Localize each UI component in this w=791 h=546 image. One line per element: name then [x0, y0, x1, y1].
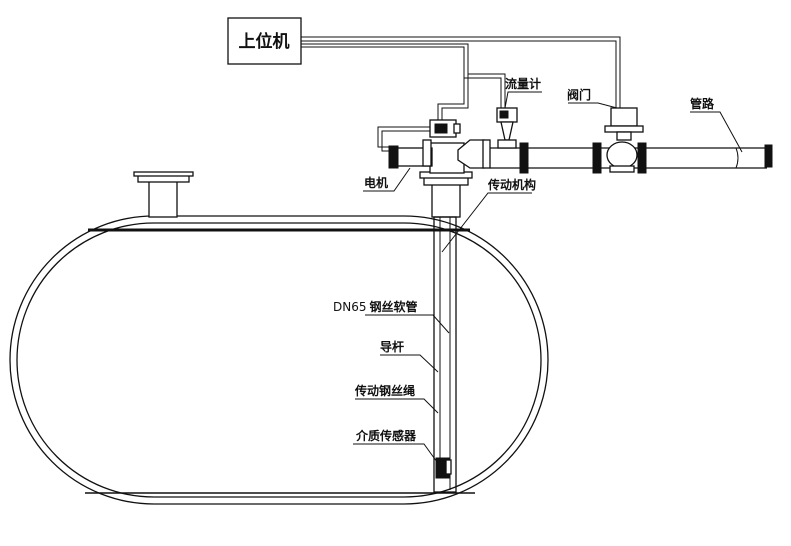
valve-actuator	[610, 107, 638, 127]
tank-inner-shell	[16, 222, 542, 498]
host-computer: 上位机	[227, 17, 302, 65]
drive-unit	[377, 119, 485, 174]
main-pipeline	[482, 139, 773, 174]
guide-rod	[433, 216, 457, 493]
motor-end-cap	[388, 145, 399, 169]
hose-label-prefix: DN65	[333, 300, 367, 314]
flow-meter	[496, 107, 518, 149]
flow-meter-label: 流量计	[505, 76, 541, 91]
pipe-flange-4	[637, 142, 647, 174]
manhole-nozzle	[133, 171, 194, 218]
pipe-flange-3	[592, 142, 602, 174]
pipe-end-cap	[764, 144, 773, 168]
pipe-flange-1	[482, 139, 491, 169]
valve	[604, 107, 644, 173]
hose-label-suffix: 钢丝软管	[370, 299, 418, 314]
drive-mechanism-label: 传动机构	[487, 177, 536, 192]
storage-tank	[9, 215, 549, 505]
host-computer-label: 上位机	[239, 31, 290, 52]
tank-outer-shell	[9, 215, 549, 505]
valve-label: 阀门	[567, 87, 591, 102]
guide-rod-assembly	[433, 216, 457, 493]
pipeline-label: 管路	[690, 96, 715, 111]
drive-wire-rope-label: 传动钢丝绳	[354, 383, 415, 398]
motor-label: 电机	[364, 175, 388, 190]
valve-body	[606, 141, 638, 169]
leader-lines	[353, 91, 743, 463]
instrument-nozzle	[419, 171, 473, 218]
guide-rod-label: 导杆	[380, 339, 404, 354]
pipe-flange-2	[519, 142, 529, 174]
signal-cables	[301, 36, 621, 124]
medium-sensor-label: 介质传感器	[355, 428, 417, 443]
